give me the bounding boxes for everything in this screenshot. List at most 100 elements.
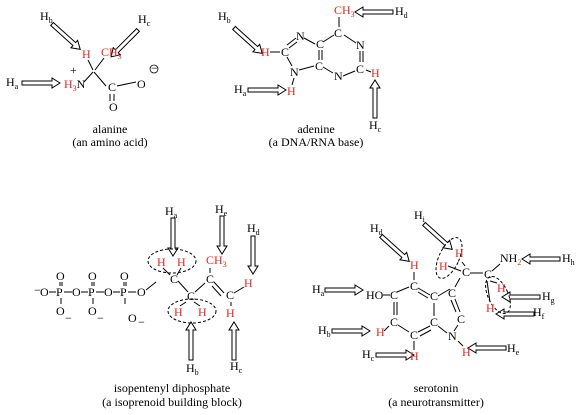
atom-h: H	[455, 246, 464, 260]
bond	[145, 281, 157, 291]
bond	[87, 59, 94, 71]
bond	[419, 329, 432, 337]
atom-p: P	[88, 285, 95, 299]
bond	[83, 71, 94, 83]
atom-h: H	[376, 325, 385, 339]
atom-h: H	[439, 259, 448, 273]
label-hf: Hf	[533, 305, 545, 321]
atom-h-bottom: H	[287, 84, 296, 98]
arrow-hb	[48, 19, 85, 54]
bond	[177, 280, 189, 293]
bond	[193, 301, 201, 307]
atom-c: C	[356, 62, 364, 76]
atom-n: N	[290, 65, 299, 79]
bond	[396, 286, 410, 293]
arrow-ha	[247, 84, 287, 96]
bond	[194, 282, 206, 293]
charge-minus-circle	[149, 64, 159, 74]
atom-c: C	[187, 289, 195, 303]
label-hd: Hd	[370, 221, 383, 237]
atom-c: C	[315, 59, 323, 73]
label-hh: Hh	[562, 251, 575, 267]
arrow-hf	[495, 308, 535, 320]
charge-minus: −	[138, 315, 145, 329]
bond	[286, 56, 293, 67]
bond	[213, 281, 225, 294]
atom-h3n: H3N	[64, 77, 86, 93]
alanine-structure: Hb Hc Ha H CH3 + H3N C O − O	[6, 9, 159, 114]
bond	[417, 287, 431, 296]
arrow-ha	[21, 77, 61, 89]
atom-c: C	[462, 265, 470, 279]
bond	[447, 265, 462, 272]
highlight-ha	[147, 248, 197, 274]
atom-n: N	[334, 69, 343, 83]
atom-p: P	[120, 285, 127, 299]
atom-h: H	[174, 305, 183, 319]
bond	[450, 299, 457, 313]
atom-o: O	[88, 304, 97, 318]
bond	[179, 301, 187, 307]
label-hc: Hc	[369, 118, 382, 134]
label-hb: Hb	[186, 361, 199, 377]
label-ha: Ha	[312, 282, 325, 298]
atom-c: C	[281, 45, 289, 59]
label-hb: Hb	[218, 9, 231, 25]
arrow-ha	[324, 284, 364, 296]
bond	[417, 325, 431, 333]
arrow-ha	[167, 217, 179, 257]
arrow-he	[216, 215, 228, 255]
serotonin-desc: (a neurotransmitter)	[388, 395, 484, 409]
bond	[286, 37, 297, 46]
atom-c: C	[448, 286, 456, 300]
ipp-structure: Ha He Hd Hb Hc − O P O O − O P O O − O P	[34, 202, 260, 377]
ipp-desc: (a isoprenoid building block)	[102, 395, 242, 409]
adenine-structure: Hb Hd Ha Hc H C N C C CH3 N C H N C N H	[218, 3, 408, 134]
bond	[486, 280, 491, 303]
label-hb: Hb	[318, 323, 331, 339]
atom-c: C	[108, 80, 116, 94]
bond	[489, 280, 498, 284]
bond	[291, 77, 295, 86]
atom-o: O	[120, 269, 129, 283]
atom-n: N	[296, 29, 305, 43]
atom-c: C	[334, 26, 342, 40]
atom-h: H	[177, 255, 186, 269]
atom-o: O	[128, 311, 137, 325]
label-hg: Hg	[542, 289, 555, 305]
arrow-hd	[247, 235, 259, 275]
atom-o: O	[104, 285, 113, 299]
atom-o: O	[137, 285, 146, 299]
bond	[454, 298, 461, 313]
label-hb: Hb	[40, 9, 53, 25]
adenine-desc: (a DNA/RNA base)	[269, 135, 364, 149]
charge-minus: −	[34, 283, 41, 297]
charge-minus: −	[65, 311, 72, 325]
atom-c: C	[430, 289, 438, 303]
label-hd: Hd	[247, 221, 260, 237]
label-ha: Ha	[234, 82, 247, 98]
atom-o: O	[56, 304, 65, 318]
bond	[437, 288, 451, 297]
bond	[176, 267, 182, 276]
atom-ch3: CH3	[206, 253, 227, 269]
alanine-name: alanine	[93, 122, 128, 136]
bond	[383, 325, 390, 332]
arrow-hb	[185, 321, 197, 361]
atom-ch3: CH3	[334, 3, 355, 19]
bond	[298, 65, 315, 71]
atom-o: O	[40, 285, 49, 299]
bond	[457, 340, 464, 347]
atom-h: H	[82, 47, 91, 61]
bond	[233, 286, 245, 294]
arrow-hh	[521, 253, 561, 265]
atom-ch3: CH3	[101, 45, 122, 61]
atom-p: P	[56, 285, 63, 299]
bond	[288, 41, 298, 49]
highlight-hg	[485, 275, 511, 315]
bond	[322, 66, 334, 74]
label-hi: Hi	[414, 208, 426, 224]
atom-ho: HO	[366, 288, 384, 302]
bond	[343, 34, 357, 44]
